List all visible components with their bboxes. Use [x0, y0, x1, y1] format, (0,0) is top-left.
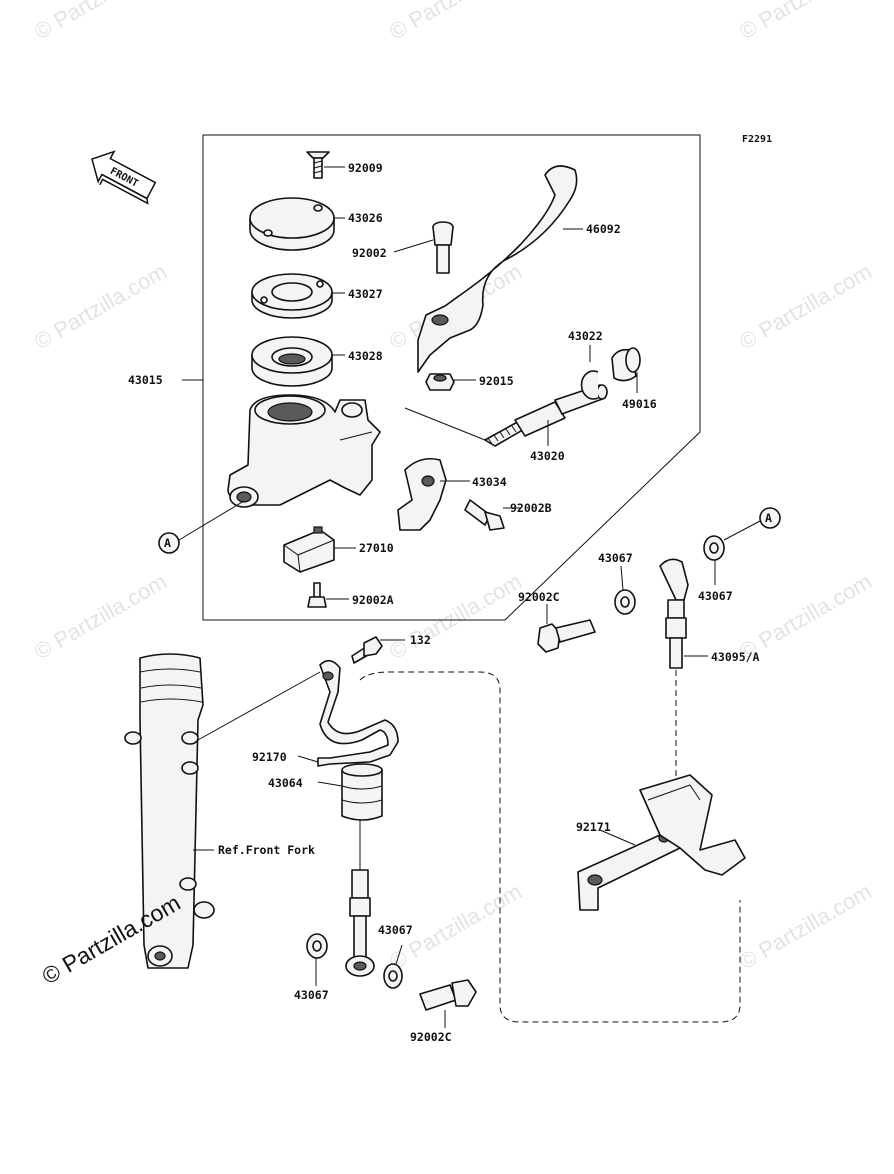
- diaphragm-plate-43027: [251, 273, 333, 319]
- callout-letter: A: [765, 511, 772, 525]
- callout-letter: A: [164, 536, 171, 550]
- dust-boot-49016: [611, 347, 641, 382]
- part-label-43026: 43026: [348, 211, 383, 225]
- callout-a-right: A: [759, 507, 781, 529]
- part-label-92002B: 92002B: [510, 501, 552, 515]
- pivot-bolt-92002: [432, 221, 454, 274]
- watermark: © Partzilla.com: [385, 0, 526, 44]
- circlip-43022: [580, 370, 599, 400]
- part-label-43034: 43034: [472, 475, 507, 489]
- part-label-43028: 43028: [348, 349, 383, 363]
- hose-route: [359, 671, 741, 1023]
- part-label-43067: 43067: [598, 551, 633, 565]
- reservoir-cap-43026: [249, 197, 335, 251]
- part-label-43022: 43022: [568, 329, 603, 343]
- screw-92002A: [307, 582, 327, 608]
- watermark: © Partzilla.com: [30, 0, 171, 44]
- part-label-43020: 43020: [530, 449, 565, 463]
- clamp-43034: [397, 457, 447, 531]
- brake-lever-46092: [417, 165, 578, 373]
- part-label-92002C: 92002C: [410, 1030, 452, 1044]
- part-label-43095A: 43095/A: [711, 650, 760, 664]
- callout-a-left: A: [158, 532, 180, 554]
- front-fork: [124, 653, 215, 969]
- brake-hose-lower-end: [345, 820, 375, 977]
- washer-43067-lower-left: [306, 933, 328, 959]
- part-label-92002: 92002: [352, 246, 387, 260]
- watermark: © Partzilla.com: [385, 569, 526, 665]
- part-labels: 92009 43026 92002 46092 43027 43015 4302…: [128, 161, 760, 1044]
- part-label-43067: 43067: [698, 589, 733, 603]
- banjo-bolt-92002C-upper: [537, 619, 596, 653]
- part-label-92171: 92171: [576, 820, 611, 834]
- brake-hose-43095: [659, 558, 689, 669]
- hose-bracket-92171: [577, 774, 746, 911]
- part-label-92015: 92015: [479, 374, 514, 388]
- part-label-43064: 43064: [268, 776, 303, 790]
- part-label-43067: 43067: [378, 923, 413, 937]
- bolt-132: [351, 636, 383, 664]
- part-label-49016: 49016: [622, 397, 657, 411]
- part-label-27010: 27010: [359, 541, 394, 555]
- part-label-92009: 92009: [348, 161, 383, 175]
- watermark: © Partzilla.com: [735, 259, 876, 355]
- part-label-43027: 43027: [348, 287, 383, 301]
- part-label-92002C: 92002C: [518, 590, 560, 604]
- part-label-43067: 43067: [294, 988, 329, 1002]
- part-label-92002A: 92002A: [352, 593, 394, 607]
- washer-43067-right: [703, 535, 725, 561]
- banjo-bolt-92002C-lower: [419, 979, 477, 1011]
- watermark: © Partzilla.com: [735, 879, 876, 975]
- screw-92009: [306, 151, 330, 179]
- washer-43067-lower-right: [383, 963, 403, 989]
- front-arrow-icon: FRONT: [91, 150, 157, 205]
- part-label-92170: 92170: [252, 750, 287, 764]
- part-label-132: 132: [410, 633, 431, 647]
- assembly-box: [202, 134, 701, 621]
- front-fork-ref-label: Ref.Front Fork: [218, 843, 315, 857]
- grommet-43064: [341, 763, 383, 821]
- piston-assembly-43020: [484, 384, 608, 447]
- hose-clamp-92170: [317, 659, 399, 767]
- washer-43067-upper: [614, 589, 636, 615]
- part-label-43015: 43015: [128, 373, 163, 387]
- part-label-46092: 46092: [586, 222, 621, 236]
- diaphragm-43028: [251, 336, 333, 387]
- master-cylinder-body: [227, 394, 381, 508]
- diagram-code: F2291: [742, 134, 772, 145]
- bolt-92002B: [464, 499, 505, 531]
- watermark: © Partzilla.com: [30, 259, 171, 355]
- watermark: © Partzilla.com: [30, 569, 171, 665]
- brake-switch-27010: [283, 526, 335, 573]
- nut-92015: [425, 373, 455, 391]
- watermark: © Partzilla.com: [735, 0, 876, 44]
